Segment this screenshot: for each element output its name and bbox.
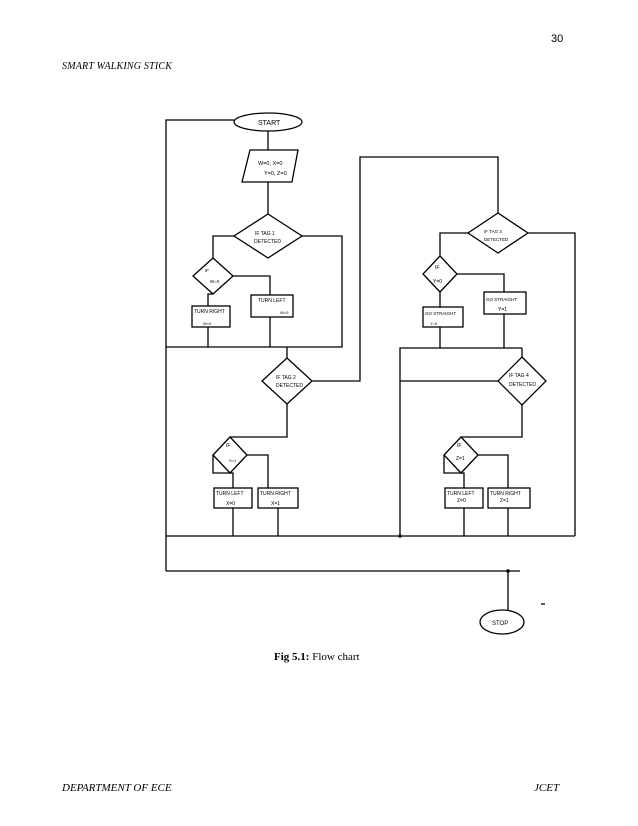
- init-label-1: W=0, X=0: [258, 161, 282, 167]
- turn-right-w-value: W=0: [203, 321, 212, 326]
- page-number: 30: [551, 33, 564, 45]
- tag3-decision: [466, 212, 530, 254]
- if-w-label-2: W=0: [210, 279, 220, 284]
- go-straight-right-label: GO STRAIGHT: [486, 297, 517, 302]
- running-header-title: SMART WALKING STICK: [62, 61, 173, 72]
- turn-right-x-value: X=1: [271, 501, 280, 507]
- tag2-decision: [261, 357, 313, 405]
- connector: [247, 454, 269, 488]
- connector: [207, 293, 213, 306]
- go-straight-left-label: GO STRAIGHT: [425, 311, 456, 316]
- if-y-label-2: Y=0: [433, 279, 442, 285]
- connector: [439, 232, 468, 256]
- connector: [478, 454, 509, 488]
- turn-left-x-value: X=0: [226, 501, 235, 507]
- connector: [212, 235, 234, 258]
- if-x-label-1: IF: [226, 443, 230, 449]
- turn-left-w-value: W=0: [280, 310, 289, 315]
- init-label-2: Y=0, Z=0: [264, 171, 287, 177]
- go-straight-right-box: [483, 291, 527, 315]
- tag1-label-1: IF TAG 1: [255, 231, 275, 237]
- turn-right-w-box: [191, 305, 231, 328]
- turn-left-w-label: TURN LEFT: [258, 298, 286, 304]
- connector: [233, 275, 271, 295]
- connector-loop-left: [165, 119, 234, 571]
- tag4-decision: [497, 356, 547, 406]
- connector: [461, 405, 523, 438]
- turn-left-z-value: Z=0: [457, 498, 466, 504]
- turn-left-z-label: TURN LEFT: [447, 491, 475, 497]
- if-z-label-2: Z=1: [456, 456, 465, 462]
- stop-terminal: [479, 609, 525, 635]
- tag1-decision: [232, 213, 304, 259]
- connector: [399, 327, 441, 536]
- footer-college: JCET: [534, 782, 560, 794]
- connector: [166, 235, 343, 348]
- connector: [312, 156, 499, 382]
- if-x-label-2: X=1: [229, 458, 237, 463]
- turn-right-w-label: TURN RIGHT: [194, 309, 225, 315]
- turn-left-w-box: [250, 294, 294, 318]
- connector: [457, 273, 505, 292]
- go-straight-left-value: Y=0: [430, 321, 438, 326]
- tag1-label-2: DETECTED: [254, 239, 281, 245]
- figure-caption-number: Fig 5.1:: [274, 651, 310, 663]
- tag2-label-1: IF TAG 2: [276, 375, 296, 381]
- tag2-label-2: DETECTED: [276, 383, 303, 389]
- turn-left-x-label: TURN LEFT: [216, 491, 244, 497]
- connector: [528, 232, 576, 536]
- connector: [443, 455, 465, 488]
- go-straight-right-value: Y=1: [498, 307, 507, 313]
- turn-right-z-label: TURN RIGHT: [490, 491, 521, 497]
- footer-department: DEPARTMENT OF ECE: [62, 782, 172, 794]
- stop-label: STOP: [492, 621, 508, 627]
- connector: [230, 404, 288, 438]
- init-parallelogram: [241, 149, 299, 183]
- if-z-label-1: IF: [457, 443, 461, 449]
- turn-right-z-value: Z=1: [500, 498, 509, 504]
- connector: [212, 455, 234, 488]
- if-w-label-1: IF: [205, 268, 209, 273]
- tag4-label-2: DETECTED: [509, 382, 536, 388]
- start-label: START: [258, 120, 281, 127]
- go-straight-left-box: [422, 306, 464, 328]
- turn-right-x-label: TURN RIGHT: [260, 491, 291, 497]
- figure-caption: Fig 5.1: Flow chart: [274, 651, 360, 663]
- if-w-decision: [192, 257, 234, 295]
- figure-caption-text: Flow chart: [309, 651, 360, 663]
- tag3-label-1: IF TAG 3: [484, 229, 502, 234]
- if-y-label-1: IF: [435, 265, 439, 271]
- turn-right-z-box: [487, 487, 531, 509]
- tag4-label-1: IF TAG 4: [509, 373, 529, 379]
- if-y-decision: [422, 255, 458, 293]
- tag3-label-2: DETECTED: [484, 237, 509, 242]
